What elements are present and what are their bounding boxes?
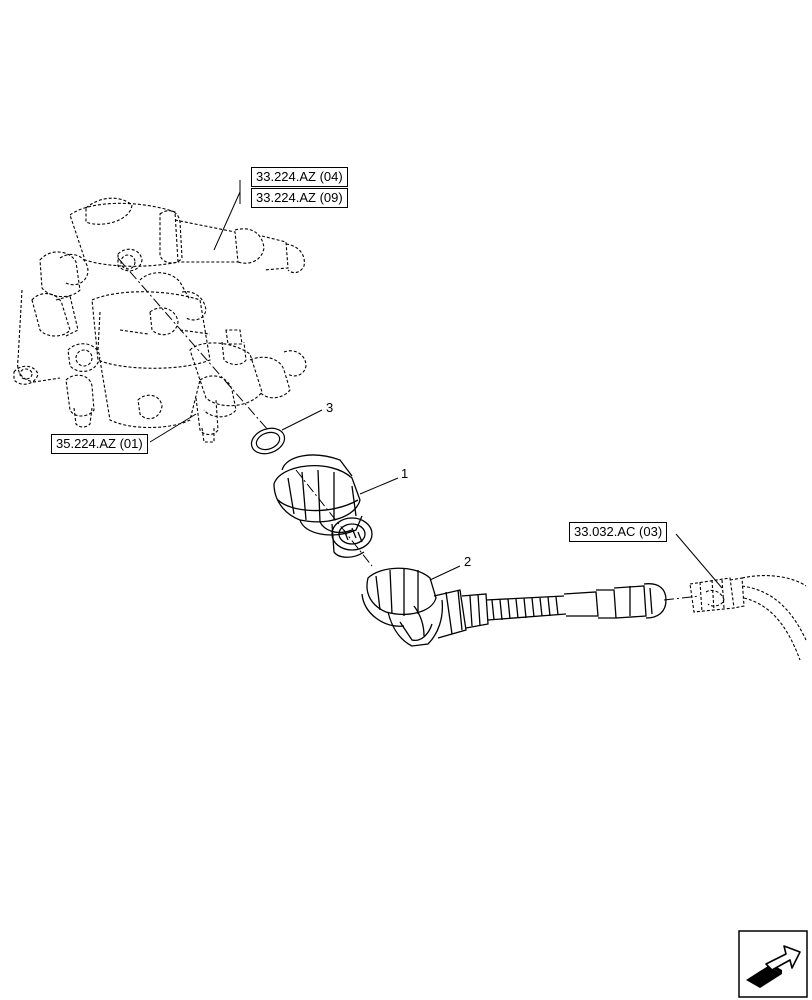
leader-item-1	[359, 477, 399, 495]
reference-box-35-224-az-01[interactable]: 35.224.AZ (01)	[51, 434, 148, 454]
reference-box-33-224-az-09[interactable]: 33.224.AZ (09)	[251, 188, 348, 208]
leader-item-2	[429, 565, 461, 581]
valve-assembly-phantom	[13, 197, 307, 443]
leader-left-ref	[149, 413, 197, 443]
seal-ring-part	[250, 427, 286, 455]
leader-top-refs	[213, 180, 241, 251]
next-page-arrow-icon[interactable]	[738, 930, 808, 998]
callout-item-1: 1	[401, 466, 409, 481]
leader-right-ref	[675, 533, 723, 589]
leader-item-3	[281, 409, 323, 431]
mating-connector-phantom	[689, 575, 807, 661]
sensor-part	[273, 454, 373, 558]
center-axis-line-right	[663, 595, 701, 601]
connector-cable-part	[361, 567, 667, 647]
reference-box-33-224-az-04[interactable]: 33.224.AZ (04)	[251, 167, 348, 187]
callout-item-3: 3	[326, 400, 334, 415]
callout-item-2: 2	[464, 554, 472, 569]
reference-box-33-032-ac-03[interactable]: 33.032.AC (03)	[569, 522, 668, 542]
